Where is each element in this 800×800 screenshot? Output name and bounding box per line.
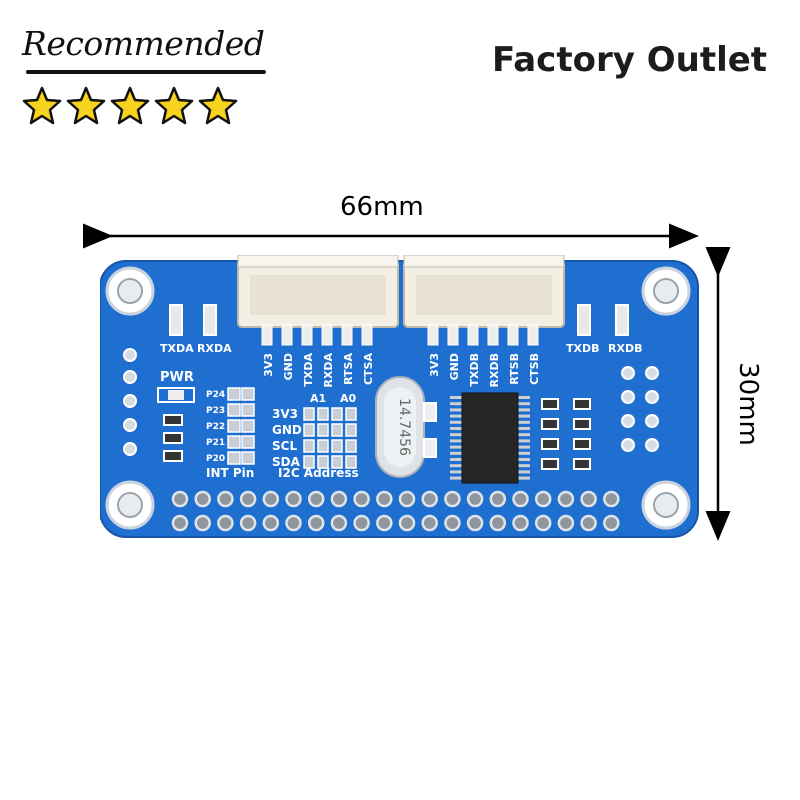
i2c-row-label: SCL bbox=[272, 439, 297, 453]
recommended-text: Recommended bbox=[22, 24, 265, 63]
star-icon bbox=[154, 86, 194, 125]
led-label-rxdb: RXDB bbox=[608, 342, 642, 355]
connector-pins bbox=[261, 324, 539, 346]
smd-resistors-right bbox=[541, 398, 591, 470]
int-pin-label: INT Pin bbox=[206, 466, 254, 480]
pin-label: TXDB bbox=[468, 353, 481, 387]
star-icon bbox=[66, 86, 106, 125]
gpio-40-pin-header bbox=[171, 490, 620, 532]
pin-label: RTSA bbox=[342, 353, 355, 385]
i2c-row-label: GND bbox=[272, 423, 302, 437]
connector-b-labels: 3V3 GND TXDB RXDB RTSB CTSB bbox=[428, 353, 541, 387]
pin-label: TXDA bbox=[302, 353, 315, 387]
int-pin-name: P23 bbox=[206, 406, 225, 416]
star-icon bbox=[22, 86, 62, 125]
i2c-row-label: 3V3 bbox=[272, 407, 298, 421]
pwr-label: PWR bbox=[160, 370, 194, 385]
led-label-txdb: TXDB bbox=[566, 342, 600, 355]
width-dimension-label: 66mm bbox=[340, 192, 424, 222]
pin-label: 3V3 bbox=[428, 353, 441, 377]
crystal-text: 14.7456 bbox=[396, 398, 412, 456]
pin-label: 3V3 bbox=[262, 353, 275, 377]
led-label-rxda: RXDA bbox=[197, 342, 232, 355]
pin-label: RXDB bbox=[488, 353, 501, 387]
right-header bbox=[621, 366, 659, 452]
store-name: Factory Outlet bbox=[492, 40, 768, 80]
recommended-badge: Recommended bbox=[14, 10, 266, 130]
connector-a-labels: 3V3 GND TXDA RXDA RTSA CTSA bbox=[262, 353, 375, 388]
pin-label: GND bbox=[282, 353, 295, 380]
i2c-col-label: A0 bbox=[340, 392, 357, 405]
badge-underline bbox=[26, 70, 266, 74]
star-rating bbox=[22, 86, 238, 126]
int-pin-name: P20 bbox=[206, 454, 225, 464]
pin-label: RTSB bbox=[508, 353, 521, 385]
pin-label: GND bbox=[448, 353, 461, 380]
pin-label: CTSB bbox=[528, 353, 541, 385]
left-header bbox=[123, 348, 137, 456]
int-pin-name: P22 bbox=[206, 422, 225, 432]
star-icon bbox=[198, 86, 238, 125]
uart-chip bbox=[450, 392, 530, 484]
i2c-row-label: SDA bbox=[272, 455, 301, 469]
smd-resistors-left bbox=[163, 414, 183, 462]
star-icon bbox=[110, 86, 150, 125]
height-dimension-label: 30mm bbox=[733, 362, 763, 446]
crystal-oscillator: 14.7456 bbox=[375, 376, 425, 478]
i2c-address-label: I2C Address bbox=[278, 466, 359, 480]
led-group bbox=[169, 304, 629, 336]
int-pin-name: P21 bbox=[206, 438, 225, 448]
i2c-col-label: A1 bbox=[310, 392, 326, 405]
mounting-holes bbox=[105, 266, 691, 530]
pin-label: CTSA bbox=[362, 353, 375, 385]
connector-b bbox=[403, 254, 565, 328]
smd-caps-middle bbox=[423, 402, 437, 458]
connector-a bbox=[237, 254, 399, 328]
led-label-txda: TXDA bbox=[160, 342, 194, 355]
int-pin-name: P24 bbox=[206, 390, 225, 400]
pin-label: RXDA bbox=[322, 353, 335, 388]
